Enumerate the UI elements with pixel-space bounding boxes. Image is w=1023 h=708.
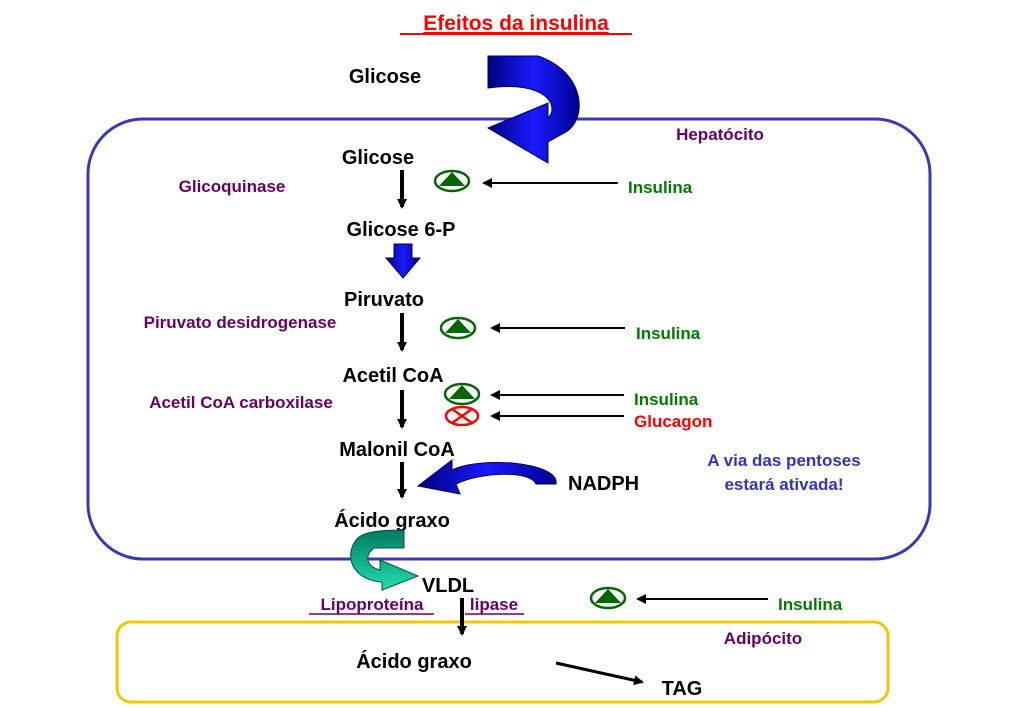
- inhibition-icon: [444, 405, 480, 427]
- insulin-label-4: Insulina: [778, 595, 843, 614]
- note-line-2: estará ativada!: [724, 475, 843, 494]
- fatty-acid-adipose-label: Ácido graxo: [356, 650, 472, 673]
- vldl-label: VLDL: [422, 575, 474, 597]
- adipocyte-label: Adipócito: [724, 629, 802, 648]
- glucose-uptake-arrow: [486, 55, 580, 164]
- page-title: Efeitos da insulina: [423, 12, 609, 35]
- hepatocyte-label: Hepatócito: [676, 125, 764, 144]
- glucose-6p-label: Glicose 6-P: [347, 219, 456, 241]
- enzyme-pyruvate-dehydrogenase: Piruvato desidrogenase: [144, 313, 337, 332]
- nadph-arrow: [416, 458, 557, 495]
- insulin-label-2: Insulina: [636, 324, 701, 343]
- insulin-label-3: Insulina: [634, 390, 699, 409]
- acetyl-coa-label: Acetil CoA: [342, 365, 443, 387]
- malonyl-coa-label: Malonil CoA: [339, 439, 455, 461]
- activation-icon: [589, 586, 627, 610]
- activation-icon: [433, 169, 471, 193]
- note-line-1: A via das pentoses: [707, 451, 860, 470]
- fatty-acid-liver-label: Ácido graxo: [334, 509, 450, 532]
- adipocyte-compartment: [115, 620, 890, 704]
- activation-icon: [443, 382, 481, 406]
- enzyme-acetyl-coa-carboxylase: Acetil CoA carboxilase: [149, 393, 333, 412]
- enzyme-lipoprotein-lipase-part2: lipase: [470, 595, 518, 614]
- glucose-inside-label: Glicose: [342, 147, 414, 169]
- glucagon-label: Glucagon: [634, 412, 712, 431]
- activation-icon: [439, 316, 477, 340]
- enzyme-glucokinase: Glicoquinase: [179, 177, 286, 196]
- arrow-fattyacid-to-tag: [555, 661, 644, 686]
- glucose-outside-label: Glicose: [349, 66, 421, 88]
- insulin-label-1: Insulina: [628, 178, 693, 197]
- glycolysis-arrow: [384, 243, 422, 279]
- pyruvate-label: Piruvato: [344, 289, 424, 311]
- tag-label: TAG: [662, 678, 703, 700]
- nadph-label: NADPH: [568, 473, 639, 495]
- vldl-export-arrow: [350, 529, 420, 591]
- enzyme-lipoprotein-lipase-part1: Lipoproteína: [321, 595, 424, 614]
